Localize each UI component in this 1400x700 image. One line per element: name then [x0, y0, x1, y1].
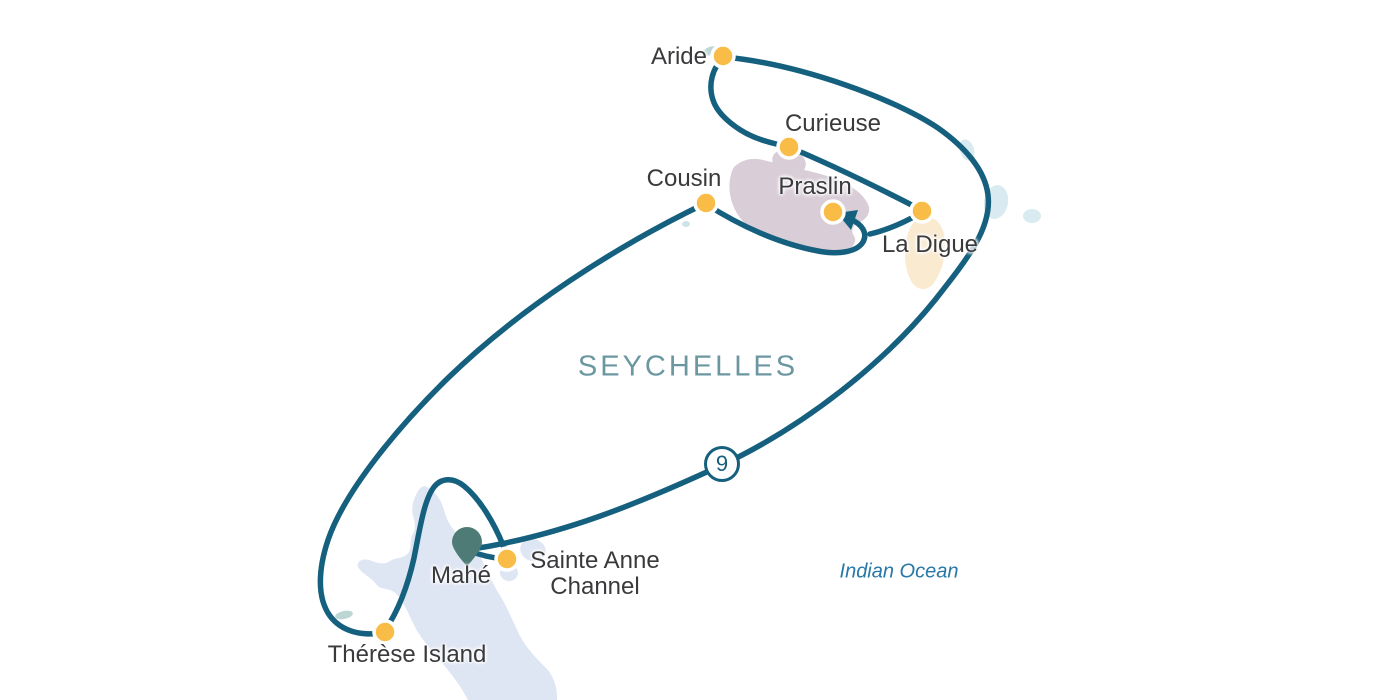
route-leg-curieuse-ladigue [786, 144, 924, 213]
region-label-seychelles: SEYCHELLES [577, 350, 799, 383]
stop-label-cousin: Cousin [646, 165, 722, 193]
route-nights-badge: 9 [704, 446, 740, 482]
marker-praslin[interactable] [820, 199, 846, 225]
stop-label-curieuse: Curieuse [784, 110, 882, 138]
islet-therese [335, 610, 353, 620]
route-leg-cousin-praslin [703, 201, 868, 256]
stop-label-sainte-anne-channel: Sainte Anne Channel [530, 548, 659, 600]
cruise-route [317, 54, 992, 637]
stop-label-la-digue: La Digue [881, 231, 979, 259]
stop-label-aride: Aride [650, 43, 707, 71]
route-leg-therese-sainteanne [382, 477, 511, 633]
islet-sainte-anne-1 [520, 538, 546, 562]
ocean-label-indian-ocean: Indian Ocean [839, 560, 959, 583]
marker-curieuse[interactable] [776, 134, 802, 160]
stop-label-therese-island: Thérèse Island [327, 641, 487, 669]
marker-sainte-anne-channel[interactable] [494, 546, 520, 572]
stop-label-praslin: Praslin [778, 173, 852, 201]
route-leg-cousin-therese [317, 201, 707, 637]
island-praslin [729, 158, 870, 254]
island-shapes [335, 46, 1041, 700]
marker-therese-island[interactable] [372, 619, 398, 645]
route-leg-aride-curieuse [708, 54, 792, 150]
islet-northeast-3 [1023, 209, 1041, 223]
route-leg-mahe-aride [469, 54, 992, 552]
sainte-anne-line2: Channel [550, 573, 640, 600]
marker-cousin[interactable] [693, 190, 719, 216]
islet-cousin [682, 221, 690, 227]
stop-markers [372, 43, 935, 645]
islet-sainte-anne-3 [479, 585, 493, 597]
island-mahe [357, 486, 557, 700]
marker-la-digue[interactable] [909, 198, 935, 224]
stop-label-mahe: Mahé [430, 562, 492, 590]
sainte-anne-line1: Sainte Anne [530, 547, 660, 575]
start-pin-mahe[interactable] [452, 527, 482, 566]
marker-aride[interactable] [710, 43, 736, 69]
island-la-digue [905, 216, 946, 290]
